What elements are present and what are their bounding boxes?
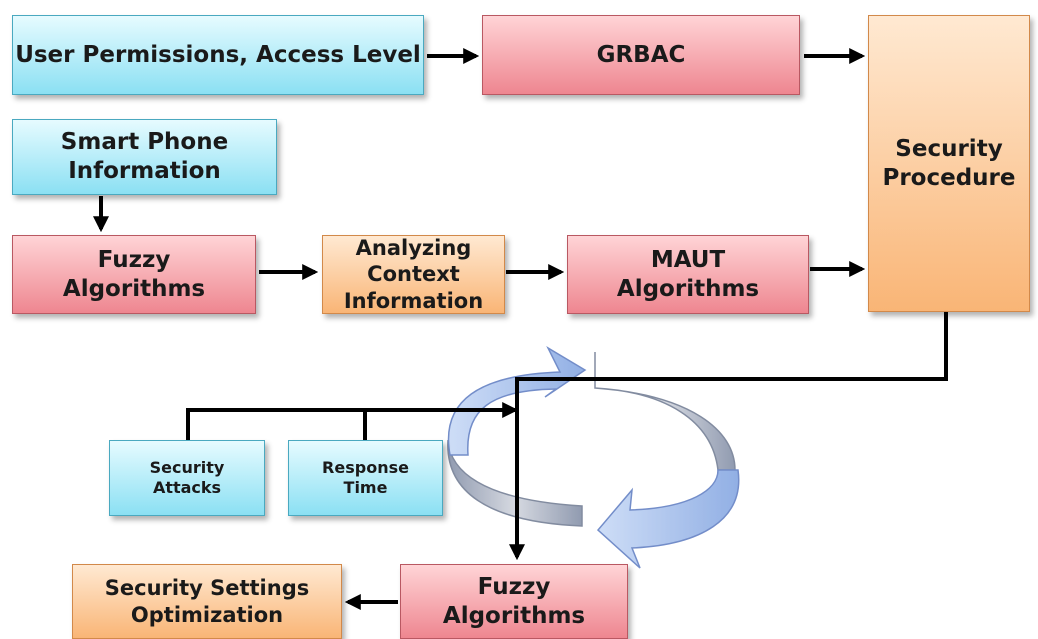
cycle-arrow-bottom (596, 469, 740, 569)
fuzzy-algorithms-top-box: Fuzzy Algorithms (12, 235, 256, 314)
cycle-back-band-left (447, 439, 583, 527)
smart-phone-info-box: Smart Phone Information (12, 119, 277, 195)
line-security-attacks-bus (186, 402, 519, 440)
line-security-procedure-to-fuzzy (509, 312, 948, 561)
cycle-back-band-right (594, 352, 736, 471)
response-time-box: Response Time (288, 440, 443, 516)
security-procedure-box: Security Procedure (868, 15, 1030, 312)
grbac-box: GRBAC (482, 15, 800, 95)
user-permissions-box: User Permissions, Access Level (12, 15, 424, 95)
security-attacks-box: Security Attacks (109, 440, 265, 516)
security-settings-box: Security Settings Optimization (72, 564, 342, 639)
maut-algorithms-box: MAUT Algorithms (567, 235, 809, 314)
fuzzy-algorithms-bottom-box: Fuzzy Algorithms (400, 564, 628, 639)
analyzing-context-box: Analyzing Context Information (322, 235, 505, 314)
cycle-arrows-icon (447, 346, 740, 569)
